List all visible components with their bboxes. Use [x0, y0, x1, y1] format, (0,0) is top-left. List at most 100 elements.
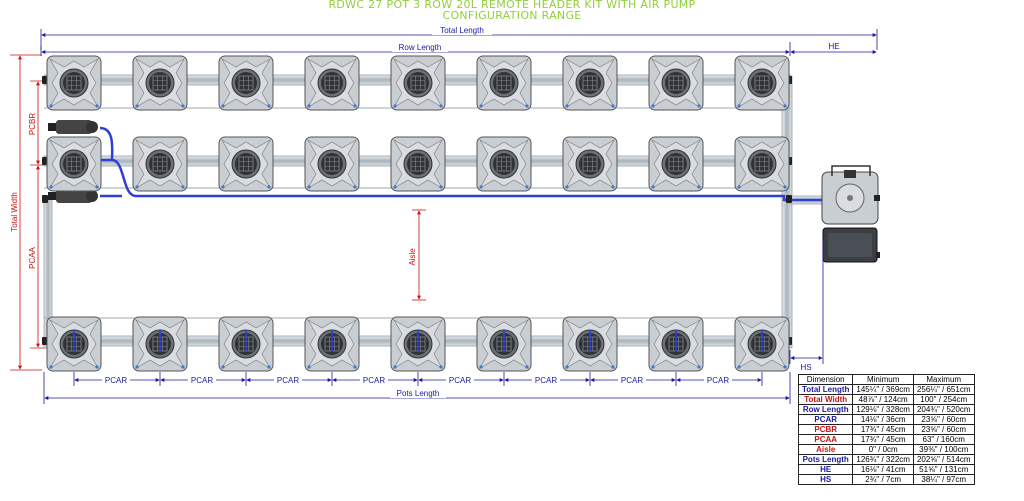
pot	[132, 136, 188, 192]
aisle-label: Aisle	[408, 248, 417, 266]
table-header-row: Dimension Minimum Maximum	[797, 374, 975, 385]
pot	[132, 55, 188, 111]
pot	[562, 136, 618, 192]
pcar-dimensions: PCAR PCAR PCAR PCAR PCAR PCAR PCAR PCAR	[73, 372, 763, 386]
total-length-dimension: Total Length	[40, 26, 878, 50]
dimension-cell: PCAA	[797, 434, 854, 445]
row-length-dimension: Row Length	[40, 42, 791, 56]
pipework	[42, 74, 825, 349]
pot	[562, 55, 618, 111]
pcar-label: PCAR	[535, 376, 557, 385]
maximum-cell: 63" / 160cm	[912, 434, 975, 445]
pcar-label: PCAR	[105, 376, 127, 385]
pot	[304, 136, 360, 192]
dimension-cell: HE	[797, 464, 854, 475]
diagram-title: RDWC 27 POT 3 ROW 20L REMOTE HEADER KIT …	[0, 0, 1024, 21]
pot	[476, 136, 532, 192]
maximum-cell: 51⅝" / 131cm	[912, 464, 975, 475]
maximum-cell: 204¾" / 520cm	[912, 404, 975, 415]
pot	[390, 55, 446, 111]
pot	[46, 55, 102, 111]
pot	[46, 136, 102, 192]
minimum-cell: 14⅛" / 36cm	[852, 414, 914, 425]
pot	[304, 55, 360, 111]
dimension-cell: HS	[797, 474, 854, 485]
aisle-dimension: Aisle	[408, 209, 426, 301]
pump-fittings	[48, 120, 98, 203]
hs-dimension: HS	[789, 240, 824, 372]
pcar-label: PCAR	[191, 376, 213, 385]
pot	[648, 136, 704, 192]
dimension-cell: Aisle	[797, 444, 854, 455]
minimum-cell: 145¼" / 369cm	[852, 384, 914, 395]
pots-length-label: Pots Length	[397, 389, 440, 398]
minimum-cell: 0" / 0cm	[852, 444, 914, 455]
minimum-cell: 129⅛" / 328cm	[852, 404, 914, 415]
pcbr-label: PCBR	[28, 113, 37, 135]
minimum-cell: 2¾" / 7cm	[852, 474, 914, 485]
dimension-cell: Row Length	[797, 404, 854, 415]
row-length-label: Row Length	[399, 43, 442, 52]
minimum-cell: 126¾" / 322cm	[852, 454, 914, 465]
pot-row-2	[46, 136, 790, 192]
title-line-1: RDWC 27 POT 3 ROW 20L REMOTE HEADER KIT …	[328, 0, 696, 11]
minimum-cell: 17¾" / 45cm	[852, 424, 914, 435]
dimension-cell: Pots Length	[797, 454, 854, 465]
pots-length-dimension: Pots Length	[43, 372, 791, 404]
minimum-cell: 16⅛" / 41cm	[852, 464, 914, 475]
row-3-feed-lines	[73, 330, 763, 352]
maximum-cell: 23⅝" / 60cm	[912, 414, 975, 425]
pcar-label: PCAR	[621, 376, 643, 385]
title-line-2: CONFIGURATION RANGE	[442, 9, 582, 22]
maximum-cell: 202⅝" / 514cm	[912, 454, 975, 465]
maximum-cell: 38¼" / 97cm	[912, 474, 975, 485]
he-dimension: HE	[790, 42, 877, 54]
minimum-cell: 48⅞" / 124cm	[852, 394, 914, 405]
pcar-label: PCAR	[277, 376, 299, 385]
total-length-label: Total Length	[440, 26, 484, 35]
pot-row-1	[46, 55, 790, 111]
pot	[390, 136, 446, 192]
pot	[734, 55, 790, 111]
minimum-cell: 17¾" / 45cm	[852, 434, 914, 445]
pcar-label: PCAR	[363, 376, 385, 385]
pcar-label: PCAR	[449, 376, 471, 385]
pcar-label: PCAR	[707, 376, 729, 385]
dimension-cell: PCAR	[797, 414, 854, 425]
pcbr-dimension: PCBR	[28, 80, 48, 166]
header-minimum: Minimum	[852, 374, 914, 385]
pot	[648, 55, 704, 111]
dimension-cell: PCBR	[797, 424, 854, 435]
maximum-cell: 39⅜" / 100cm	[912, 444, 975, 455]
dimension-cell: Total Length	[797, 384, 854, 395]
he-label: HE	[828, 42, 839, 51]
dimension-cell: Total Width	[797, 394, 854, 405]
hs-label: HS	[800, 363, 811, 372]
header-dimension: Dimension	[797, 374, 854, 385]
pot	[218, 136, 274, 192]
total-width-dimension: Total Width	[10, 54, 42, 371]
maximum-cell: 23⅝" / 60cm	[912, 424, 975, 435]
pcaa-label: PCAA	[28, 246, 37, 268]
header-tank	[821, 165, 880, 225]
pot	[476, 55, 532, 111]
air-pump	[822, 227, 880, 263]
pot	[218, 55, 274, 111]
maximum-cell: 100" / 254cm	[912, 394, 975, 405]
header-maximum: Maximum	[912, 374, 975, 385]
total-width-label: Total Width	[10, 192, 19, 232]
pot	[734, 136, 790, 192]
maximum-cell: 256¼" / 651cm	[912, 384, 975, 395]
